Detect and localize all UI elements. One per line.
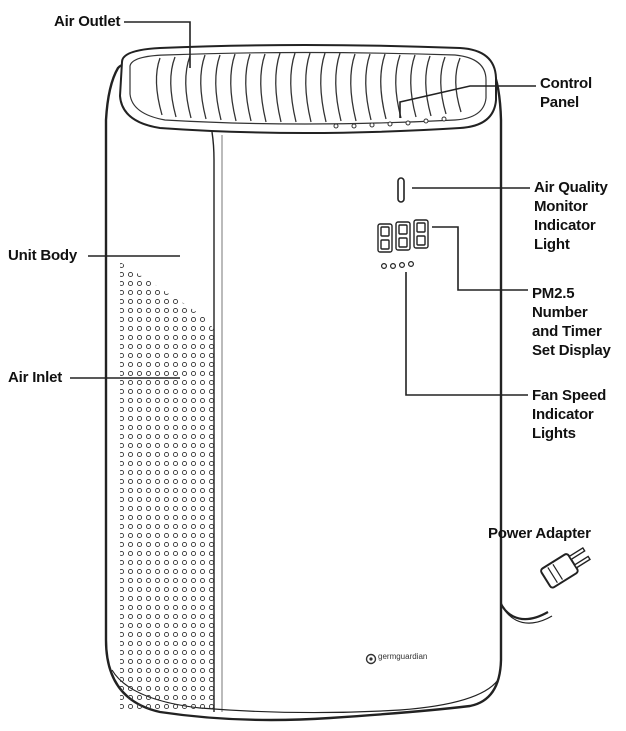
brand-logo-icon — [365, 653, 377, 665]
air-outlet-grill — [155, 52, 462, 123]
leader-air-outlet — [124, 21, 191, 68]
power-plug — [540, 546, 591, 589]
pm25-display — [377, 219, 429, 253]
label-control-panel: Control Panel — [540, 75, 592, 111]
label-power-adapter: Power Adapter — [488, 525, 591, 542]
label-air-outlet: Air Outlet — [54, 13, 121, 30]
label-air-inlet: Air Inlet — [8, 369, 63, 386]
label-fan-speed: Fan Speed Indicator Lights — [532, 387, 607, 442]
fan-speed-indicator-lights — [381, 261, 415, 270]
body-edge — [211, 131, 215, 712]
label-pm25-display: PM2.5 Number and Timer Set Display — [532, 285, 611, 359]
air-quality-indicator-light — [397, 177, 405, 203]
leader-control-panel — [399, 85, 536, 118]
power-cord — [495, 589, 549, 621]
label-air-quality-monitor: Air Quality Monitor Indicator Light — [534, 179, 608, 253]
air-inlet-grill — [120, 262, 214, 710]
label-unit-body: Unit Body — [8, 247, 78, 264]
brand-logo-text: germguardian — [378, 652, 428, 661]
control-panel-buttons — [333, 116, 447, 129]
leader-pm25 — [432, 226, 528, 291]
leader-fan-speed — [405, 272, 528, 396]
